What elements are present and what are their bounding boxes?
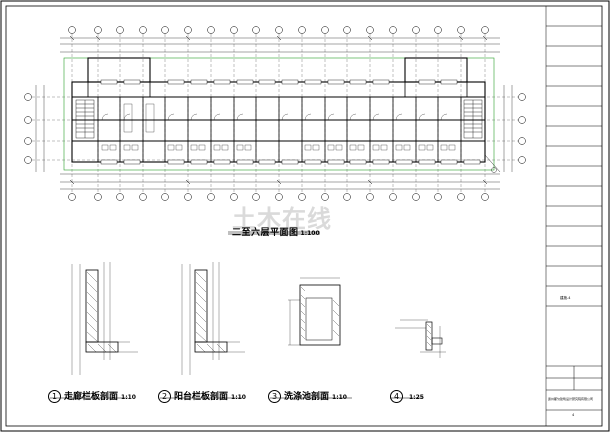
- doors: [101, 113, 448, 121]
- detail-3-name: 洗涤池剖面: [284, 392, 330, 402]
- detail-2-name: 阳台栏板剖面: [174, 392, 229, 402]
- detail-4-number: 4: [390, 390, 403, 403]
- title-block-sheet-no: 4: [572, 413, 575, 417]
- detail-4-scale: 1:25: [409, 394, 424, 401]
- detail-1-number: 1: [48, 390, 61, 403]
- detail-3-drawing: [288, 277, 341, 346]
- detail-1-name: 走廊栏板剖面: [64, 392, 119, 402]
- detail-2-drawing: [181, 262, 245, 375]
- plan-title-scale: 1:100: [300, 230, 320, 237]
- detail-1-drawing: [71, 262, 138, 375]
- detail-2-number: 2: [158, 390, 171, 403]
- detail-2-scale: 1:10: [231, 394, 246, 401]
- sheet-inner-border: [5, 5, 603, 427]
- title-block-company: 贵州都匀建筑设计研究院有限公司: [548, 397, 594, 401]
- top-axis-row: [68, 26, 489, 34]
- partition-walls: [87, 58, 468, 162]
- detail-3-scale: 1:10: [332, 394, 347, 401]
- room-fixtures: [101, 103, 456, 151]
- stair-right: [463, 99, 483, 139]
- detail-title-underlines: [50, 231, 422, 399]
- detail-3-number: 3: [268, 390, 281, 403]
- title-block: [545, 6, 602, 426]
- plan-title-text: 二至六层平面图: [232, 228, 299, 238]
- detail-4-drawing: [395, 319, 446, 358]
- floor-plan: [24, 26, 526, 201]
- detail-1-scale: 1:10: [121, 394, 136, 401]
- title-block-drawing-no: 建施-4: [560, 296, 571, 300]
- windows: [100, 79, 481, 165]
- eave-outline: [63, 57, 495, 171]
- leader: [484, 154, 501, 173]
- dimension-lines: [35, 37, 513, 190]
- building-walls: [71, 57, 486, 163]
- watermark: 土木在线: [232, 205, 332, 233]
- detail-4-title: 4 1:25: [390, 386, 424, 403]
- watermark-url: co188.com: [260, 228, 309, 238]
- side-axis-bubbles: [24, 93, 526, 164]
- bottom-axis-row: [68, 193, 489, 201]
- stair-left: [75, 99, 95, 139]
- dimension-ticks: [69, 35, 488, 185]
